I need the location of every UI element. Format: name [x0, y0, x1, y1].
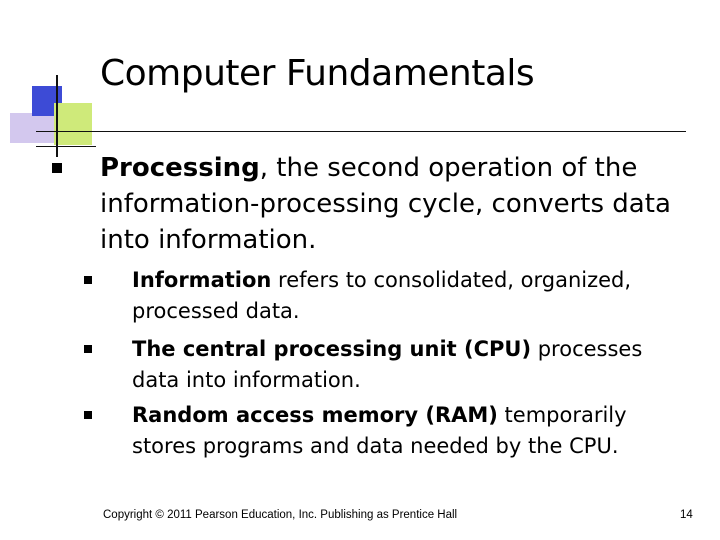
- sub-bullet-text: The central processing unit (CPU) proces…: [132, 334, 644, 396]
- main-bullet-term: Processing: [100, 153, 260, 183]
- bullet-square-icon: [84, 411, 92, 419]
- sub-bullet-term: The central processing unit (CPU): [132, 337, 532, 361]
- decorative-short-line: [36, 146, 96, 147]
- sub-bullet-1: Information refers to consolidated, orga…: [84, 265, 644, 327]
- sub-bullet-text: Information refers to consolidated, orga…: [132, 265, 644, 327]
- copyright-footer: Copyright © 2011 Pearson Education, Inc.…: [103, 509, 458, 521]
- bullet-square-icon: [84, 276, 92, 284]
- page-number: 14: [680, 509, 693, 521]
- sub-bullet-term: Information: [132, 268, 272, 292]
- main-bullet: Processing, the second operation of the …: [52, 150, 672, 258]
- title-divider-line: [36, 131, 686, 132]
- main-bullet-text: Processing, the second operation of the …: [100, 150, 672, 258]
- sub-bullet-3: Random access memory (RAM) temporarily s…: [84, 400, 644, 462]
- sub-bullet-text: Random access memory (RAM) temporarily s…: [132, 400, 644, 462]
- bullet-square-icon: [84, 345, 92, 353]
- bullet-square-icon: [52, 163, 62, 173]
- sub-bullet-2: The central processing unit (CPU) proces…: [84, 334, 644, 396]
- decorative-vertical-line: [56, 75, 58, 157]
- decorative-square-lilac: [10, 113, 54, 143]
- sub-bullet-rest: processes data into information.: [132, 337, 643, 392]
- sub-bullet-rest: temporarily stores programs and data nee…: [132, 403, 627, 458]
- sub-bullet-rest: refers to consolidated, organized, proce…: [132, 268, 632, 323]
- sub-bullet-term: Random access memory (RAM): [132, 403, 498, 427]
- slide-title: Computer Fundamentals: [100, 53, 535, 94]
- main-bullet-rest: , the second operation of the informatio…: [100, 153, 671, 255]
- decorative-square-green: [54, 103, 92, 145]
